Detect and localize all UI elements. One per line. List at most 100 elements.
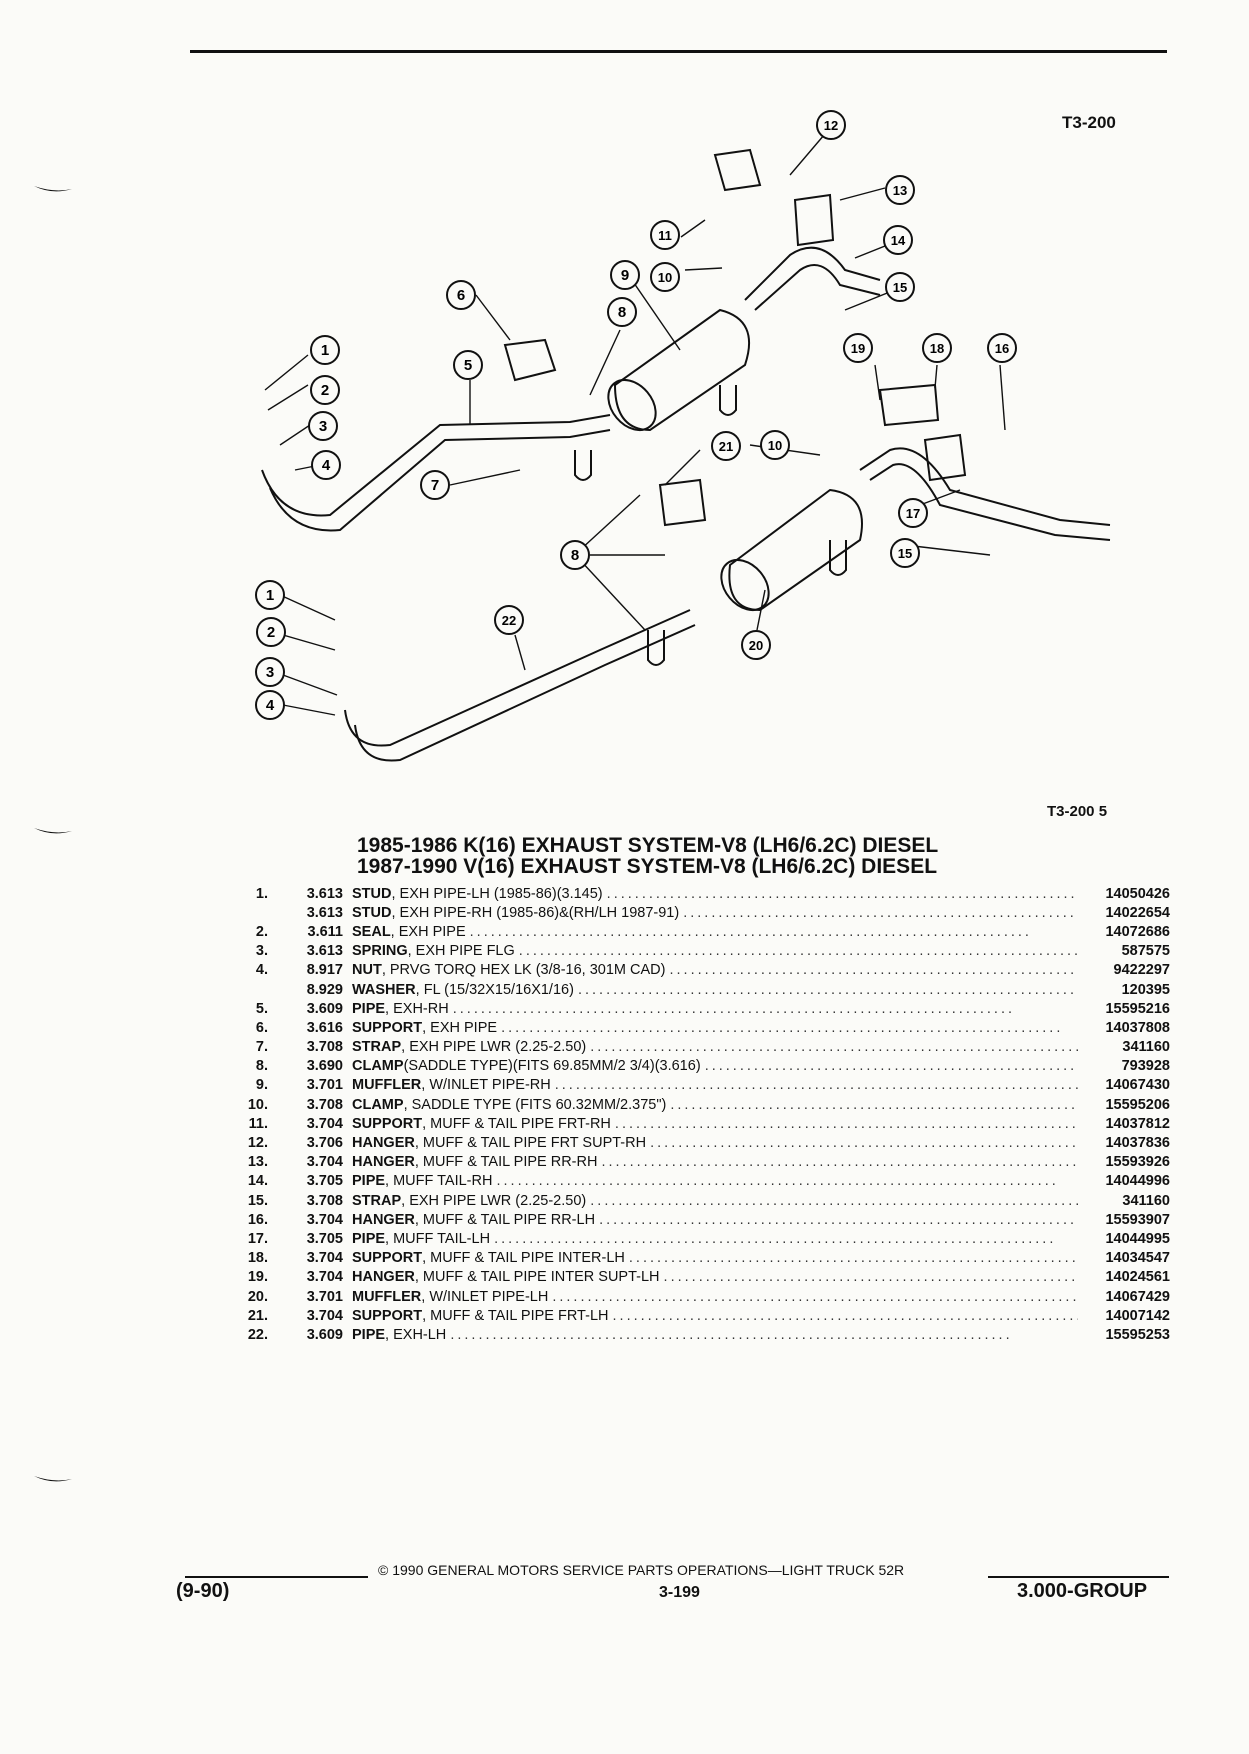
svg-text:2: 2 — [321, 382, 329, 399]
catalog-code: 3.609 — [306, 1000, 343, 1017]
part-description: STRAP, EXH PIPE LWR (2.25-2.50) ........… — [352, 1193, 1078, 1209]
figure-code: T3-200 — [1062, 113, 1116, 132]
catalog-code: 8.917 — [306, 962, 343, 979]
leader-dots: ........................................… — [650, 1135, 1078, 1152]
svg-text:9: 9 — [621, 267, 629, 284]
callout-12: 12 — [816, 110, 846, 140]
part-detail: , MUFF & TAIL PIPE RR-RH — [414, 1154, 598, 1171]
callout-1: 1 — [310, 335, 340, 365]
part-number: 14044996 — [1105, 1173, 1170, 1190]
part-description: SPRING, EXH PIPE FLG ...................… — [352, 943, 1078, 959]
part-description: MUFFLER, W/INLET PIPE-RH ...............… — [352, 1077, 1078, 1093]
catalog-code: 3.616 — [306, 1019, 343, 1036]
leader-dots: ........................................… — [670, 1096, 1078, 1113]
svg-text:14: 14 — [891, 233, 906, 248]
svg-text:10: 10 — [768, 438, 782, 453]
catalog-code: 3.705 — [306, 1173, 343, 1190]
part-name: STRAP — [352, 1192, 402, 1209]
callout-18: 18 — [922, 333, 952, 363]
catalog-code: 3.701 — [306, 1077, 343, 1094]
part-number: 793928 — [1121, 1058, 1170, 1075]
callout-15: 15 — [885, 272, 915, 302]
part-number: 15595206 — [1105, 1096, 1170, 1113]
part-detail: (SADDLE TYPE)(FITS 69.85MM/2 3/4)(3.616) — [403, 1058, 701, 1075]
footer-rule-right — [988, 1576, 1169, 1578]
leader-dots: ........................................… — [518, 943, 1078, 960]
leader-dots: ........................................… — [663, 1269, 1078, 1286]
title-line-2: 1987-1990 V(16) EXHAUST SYSTEM-V8 (LH6/6… — [357, 855, 938, 878]
callout-17: 17 — [898, 498, 928, 528]
item-number: 1. — [255, 885, 268, 902]
item-number: 8. — [255, 1058, 268, 1075]
parts-list-title: 1985-1986 K(16) EXHAUST SYSTEM-V8 (LH6/6… — [357, 835, 1057, 877]
callout-8: 8 — [607, 297, 637, 327]
part-number: 341160 — [1122, 1039, 1170, 1056]
svg-text:18: 18 — [930, 341, 944, 356]
callout-7: 7 — [420, 470, 450, 500]
part-detail: , MUFF & TAIL PIPE FRT SUPT-RH — [414, 1135, 647, 1152]
catalog-code: 3.611 — [307, 923, 344, 940]
leader-dots: ........................................… — [669, 962, 1079, 979]
part-number: 587575 — [1121, 943, 1170, 960]
item-number: 15. — [247, 1192, 268, 1209]
part-detail: , SADDLE TYPE (FITS 60.32MM/2.375") — [403, 1096, 667, 1113]
item-number: 16. — [247, 1211, 268, 1228]
leader-dots: ........................................… — [599, 1211, 1078, 1228]
callout-2: 2 — [256, 617, 286, 647]
item-number: 7. — [255, 1039, 268, 1056]
part-name: PIPE — [352, 1173, 386, 1190]
part-number: 15595253 — [1105, 1326, 1170, 1343]
svg-text:1: 1 — [321, 342, 329, 359]
part-detail: , EXH PIPE FLG — [407, 943, 515, 960]
part-description: PIPE, EXH-LH ...........................… — [352, 1327, 1078, 1343]
callout-19: 19 — [843, 333, 873, 363]
part-description: CLAMP(SADDLE TYPE)(FITS 69.85MM/2 3/4)(3… — [352, 1058, 1078, 1074]
svg-text:15: 15 — [898, 546, 912, 561]
catalog-code: 3.704 — [306, 1250, 343, 1267]
svg-text:13: 13 — [893, 183, 907, 198]
part-detail: , EXH-LH — [385, 1326, 447, 1343]
part-number: 15595216 — [1105, 1000, 1170, 1017]
item-number: 4. — [255, 962, 268, 979]
leader-dots: ........................................… — [590, 1192, 1078, 1209]
callout-13: 13 — [885, 175, 915, 205]
footer-rule-left — [185, 1576, 368, 1578]
catalog-code: 3.706 — [306, 1135, 343, 1152]
part-description: STUD, EXH PIPE-LH (1985-86)(3.145) .....… — [352, 886, 1078, 902]
item-number: 6. — [255, 1019, 268, 1036]
callout-16: 16 — [987, 333, 1017, 363]
part-detail: , MUFF & TAIL PIPE INTER SUPT-LH — [414, 1269, 660, 1286]
callout-1: 1 — [255, 580, 285, 610]
catalog-code: 3.613 — [306, 943, 343, 960]
page-number: 3-199 — [659, 1584, 700, 1601]
part-name: STUD — [352, 885, 392, 902]
leader-dots: ........................................… — [469, 923, 1032, 940]
svg-text:8: 8 — [618, 304, 626, 321]
part-detail: , MUFF TAIL-RH — [385, 1173, 493, 1190]
svg-text:4: 4 — [266, 697, 275, 714]
part-name: NUT — [352, 962, 382, 979]
part-name: SUPPORT — [352, 1019, 423, 1036]
part-number: 14044995 — [1105, 1230, 1170, 1247]
svg-text:3: 3 — [266, 664, 274, 681]
part-description: PIPE, MUFF TAIL-LH .....................… — [352, 1231, 1078, 1247]
part-number: 14037812 — [1105, 1115, 1170, 1132]
part-name: SUPPORT — [352, 1115, 423, 1132]
part-number: 14007142 — [1105, 1307, 1170, 1324]
item-number: 14. — [247, 1173, 268, 1190]
catalog-code: 3.705 — [306, 1230, 343, 1247]
svg-text:1: 1 — [266, 587, 274, 604]
leader-dots: ........................................… — [452, 1000, 1016, 1017]
part-number: 14067430 — [1105, 1077, 1170, 1094]
part-description: PIPE, EXH-RH ...........................… — [352, 1001, 1078, 1017]
part-name: PIPE — [352, 1326, 386, 1343]
